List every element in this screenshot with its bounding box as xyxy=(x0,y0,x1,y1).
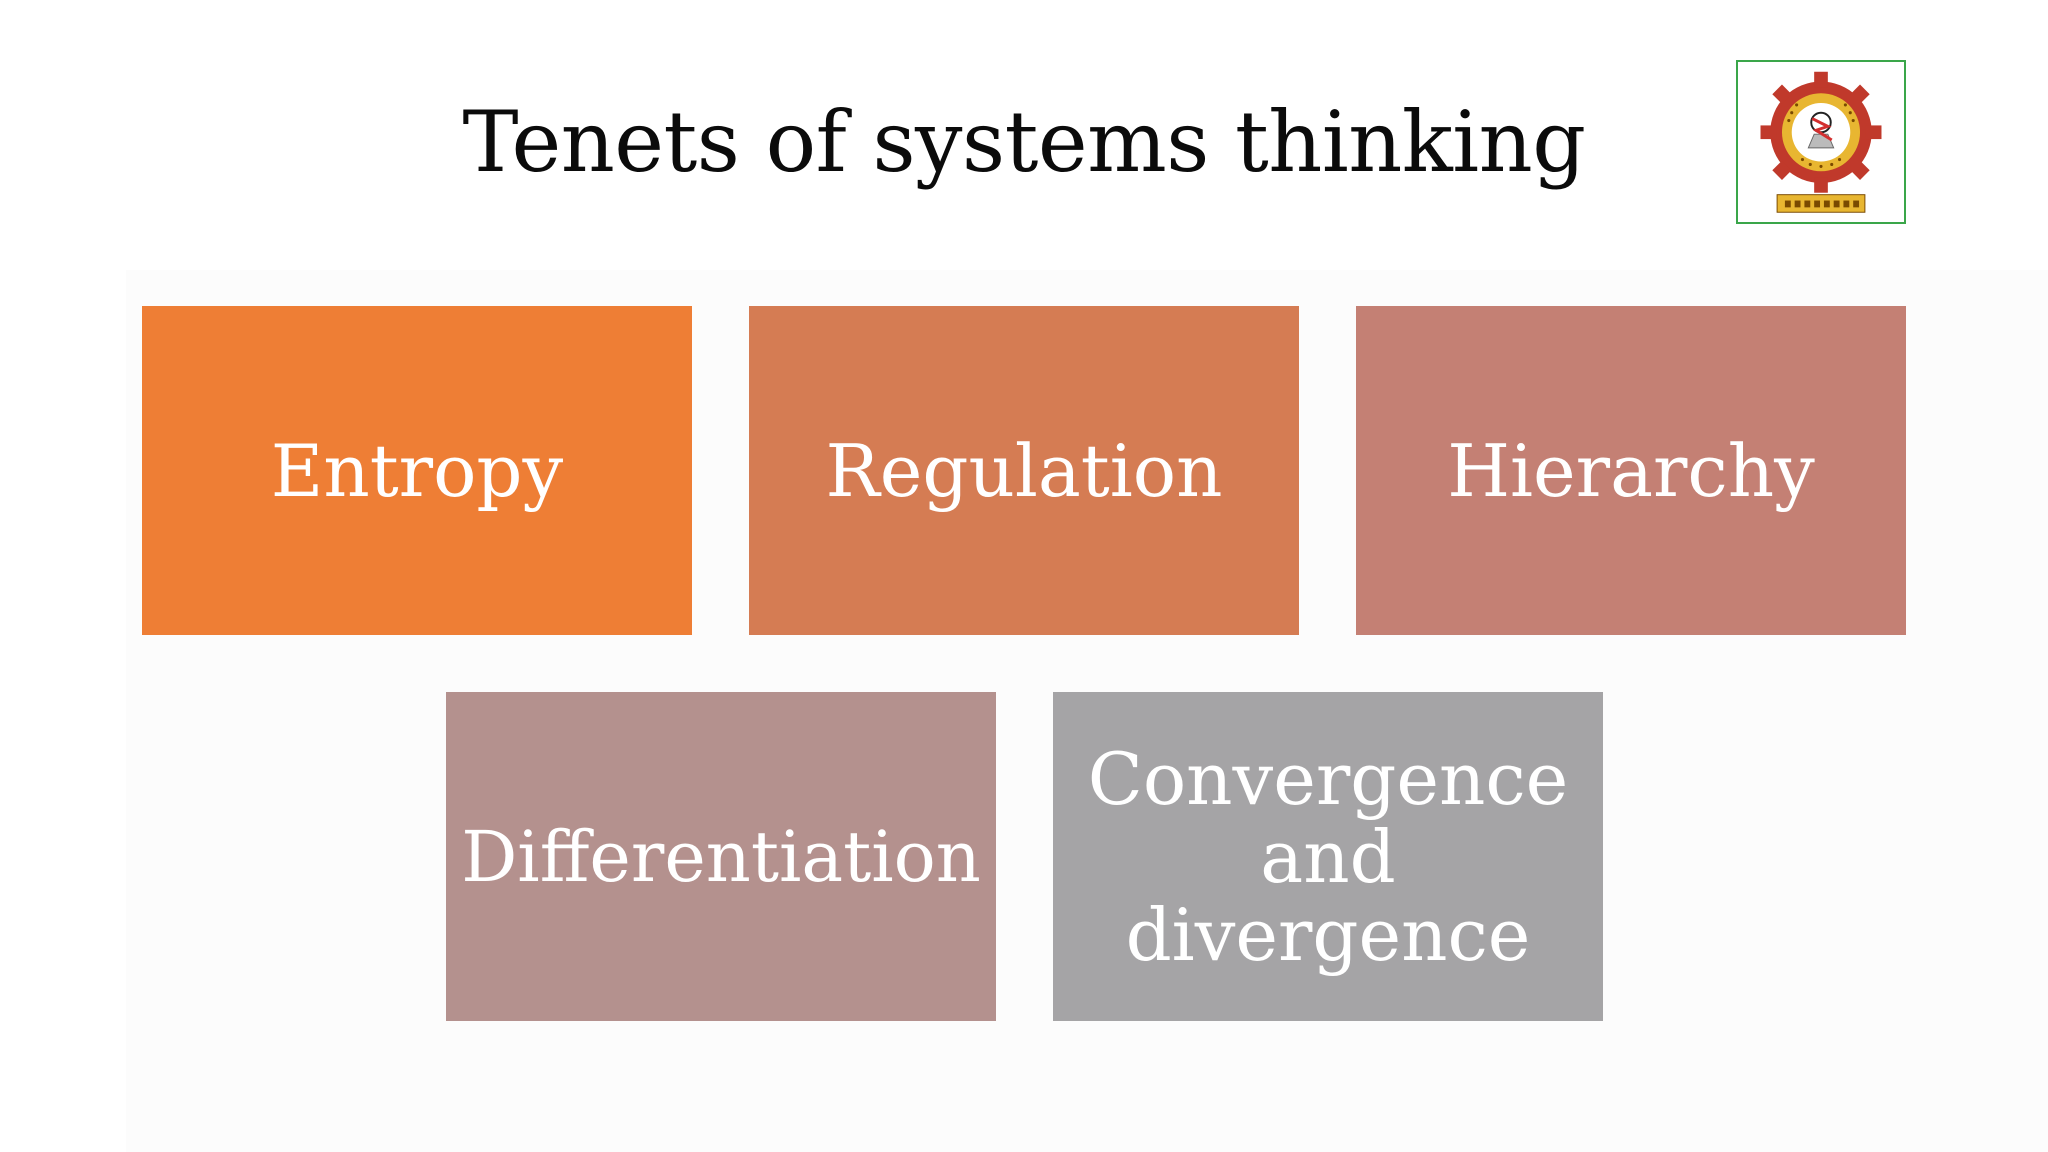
tenet-box-convergence-divergence[interactable]: Convergence and divergence xyxy=(1053,692,1603,1021)
tenet-label: Entropy xyxy=(270,428,564,513)
tenet-label: Convergence and divergence xyxy=(1087,736,1569,977)
gear-emblem-icon xyxy=(1760,71,1882,213)
tenet-box-regulation[interactable]: Regulation xyxy=(749,306,1299,635)
tenet-label: Regulation xyxy=(825,428,1223,513)
tenet-box-hierarchy[interactable]: Hierarchy xyxy=(1356,306,1906,635)
tenet-label: Differentiation xyxy=(461,815,981,898)
tenet-label: Hierarchy xyxy=(1447,428,1815,513)
tenet-box-entropy[interactable]: Entropy xyxy=(142,306,692,635)
tenet-box-differentiation[interactable]: Differentiation xyxy=(446,692,996,1021)
institute-logo xyxy=(1736,60,1906,224)
slide-title: Tenets of systems thinking xyxy=(462,93,1586,191)
